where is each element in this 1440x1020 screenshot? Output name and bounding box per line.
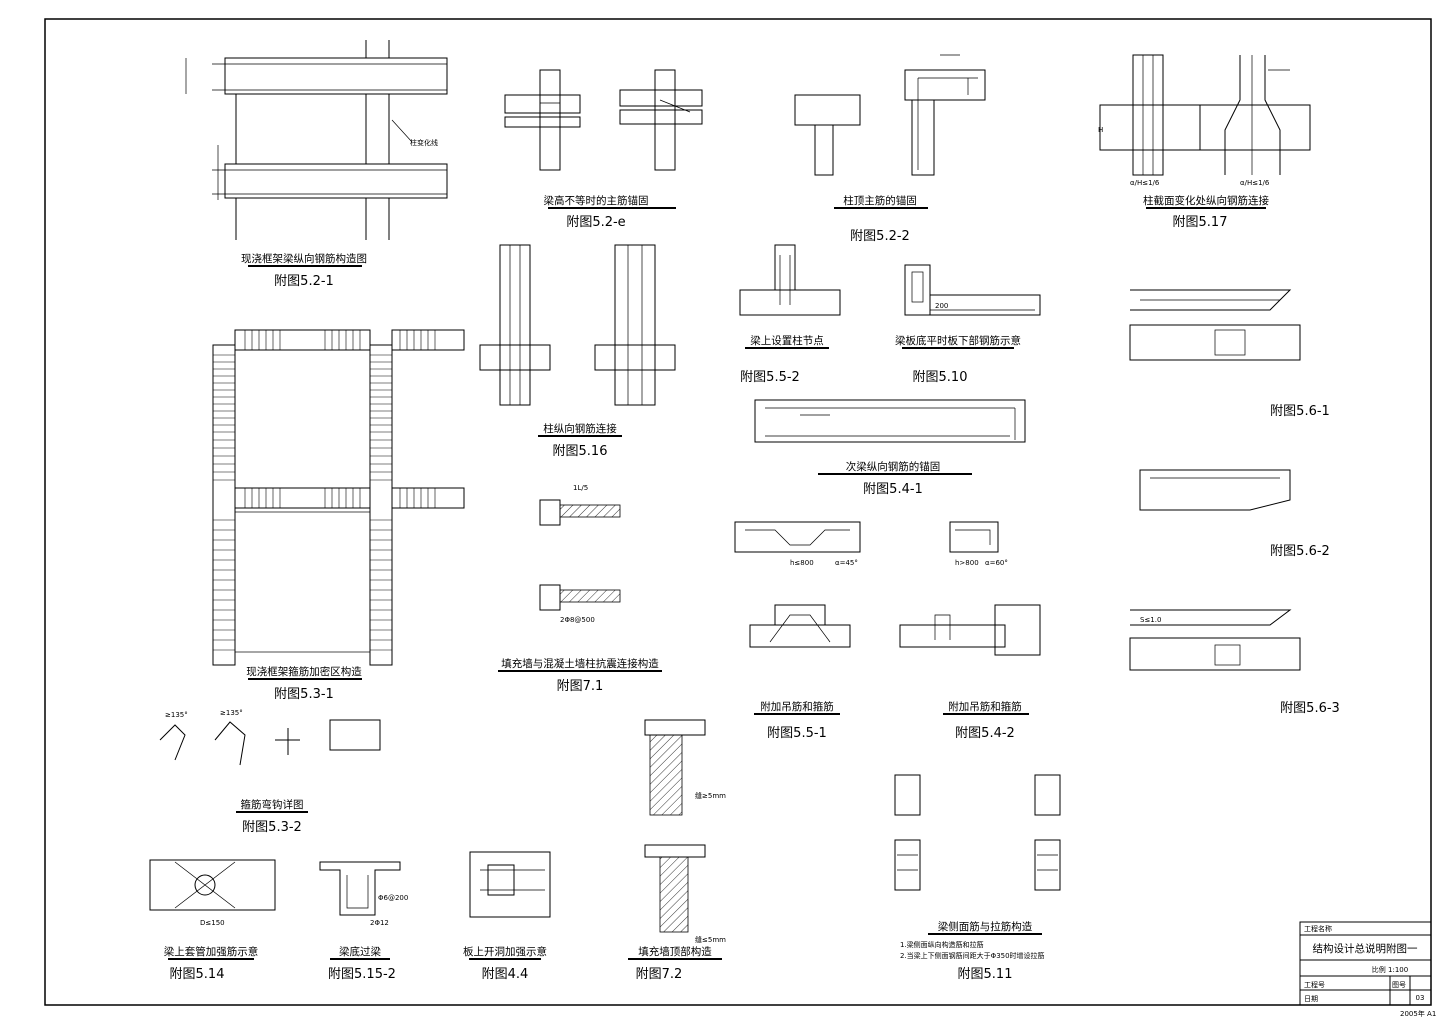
titleblock-project: 工程名称 <box>1304 924 1332 933</box>
detail-wall-top: 缝≥5mm 缝≤5mm <box>644 719 726 944</box>
detail-frame-beam: 柱变化线 <box>185 40 448 240</box>
detail-title: 现浇框架梁纵向钢筋构造图 <box>241 252 367 265</box>
figure-number: 附图5.16 <box>553 444 608 459</box>
detail-title: 板上开洞加强示意 <box>463 945 547 958</box>
label-hook135b: ≥135° <box>220 709 243 717</box>
titleblock-drawing-no: 图号 <box>1392 981 1406 989</box>
detail-title: 柱纵向钢筋连接 <box>543 422 617 435</box>
note-5-11-b: 2.当梁上下侧面钢筋间距大于Φ350时增设拉筋 <box>900 951 1045 960</box>
figure-number: 附图5.17 <box>1173 215 1228 230</box>
figure-number: 附图5.5-2 <box>740 370 800 385</box>
figure-number: 附图5.6-1 <box>1270 404 1330 419</box>
label-h800b: h>800 <box>955 559 979 567</box>
figure-number: 附图7.2 <box>636 967 683 982</box>
detail-title: 梁底过梁 <box>339 945 381 958</box>
label-alpha1: α/H≤1/6 <box>1130 179 1160 187</box>
detail-title: 梁上设置柱节点 <box>750 334 824 347</box>
detail-infill-wall-tie: 1L/5 2Φ8@500 <box>539 484 621 624</box>
titleblock-company: 结构设计总说明附图一 <box>1313 942 1418 955</box>
detail-column-section-change: H α/H≤1/6 α/H≤1/6 <box>1098 54 1311 187</box>
label-h1: H <box>1098 126 1103 134</box>
detail-slab-flush: 200 <box>904 264 1041 316</box>
detail-cantilever-1 <box>1129 289 1301 361</box>
figure-number: 附图7.1 <box>557 679 604 694</box>
detail-hanger-bar-1 <box>749 604 851 648</box>
detail-title: 现浇框架箍筋加密区构造 <box>246 665 362 678</box>
label-tie-spec: Φ6@200 <box>378 894 408 902</box>
figure-number: 附图5.3-1 <box>274 687 334 702</box>
label-l5: 1L/5 <box>573 484 588 492</box>
figure-number: 附图5.5-1 <box>767 726 827 741</box>
detail-stirrup-zones <box>212 329 465 666</box>
detail-column-on-beam <box>739 244 841 316</box>
detail-title: 梁侧面筋与拉筋构造 <box>938 920 1033 933</box>
detail-title: 填充墙与混凝土墙柱抗震连接构造 <box>501 657 659 670</box>
label-2r12: 2Φ12 <box>370 919 389 927</box>
figure-number: 附图4.4 <box>482 967 529 982</box>
detail-column-top <box>794 54 986 176</box>
figure-number: 附图5.2-1 <box>274 274 334 289</box>
detail-slab-opening <box>469 851 551 918</box>
label-alpha2: α/H≤1/6 <box>1240 179 1270 187</box>
figure-number: 附图5.3-2 <box>242 820 302 835</box>
detail-cantilever-3: S≤1.0 <box>1129 609 1301 671</box>
figure-number: 附图5.2-2 <box>850 229 910 244</box>
titleblock-date: 日期 <box>1304 995 1318 1003</box>
detail-beam-height-diff <box>504 69 703 171</box>
detail-title: 梁上套管加强筋示意 <box>164 945 259 958</box>
figure-number: 附图5.6-2 <box>1270 544 1330 559</box>
label-dim-200: 200 <box>935 302 948 310</box>
detail-sleeve-reinforcement: D≤150 <box>149 859 276 927</box>
figure-number: 附图5.2-e <box>566 215 625 230</box>
detail-title: 梁板底平时板下部钢筋示意 <box>895 334 1021 347</box>
label-5mm-b: 缝≤5mm <box>695 935 726 944</box>
figure-number: 附图5.6-3 <box>1280 701 1340 716</box>
titleblock-job-no: 工程号 <box>1304 980 1325 989</box>
detail-title: 填充墙顶部构造 <box>638 945 712 958</box>
titleblock-scale: 比例 1:100 <box>1372 965 1408 974</box>
label-h800a: h≤800 <box>790 559 814 567</box>
note-5-11-a: 1.梁侧面纵向构造筋和拉筋 <box>900 940 984 949</box>
detail-title: 柱顶主筋的锚固 <box>843 194 917 207</box>
detail-title: 柱截面变化处纵向钢筋连接 <box>1143 194 1269 207</box>
figure-number: 附图5.4-1 <box>863 482 923 497</box>
detail-beam-side-bars <box>894 774 1061 891</box>
label-2r8: 2Φ8@500 <box>560 616 595 624</box>
figure-number: 附图5.11 <box>958 967 1013 982</box>
titleblock-sheet-no: 03 <box>1416 994 1425 1002</box>
label-hook135a: ≥135° <box>165 711 188 719</box>
label-zhubianxi: 柱变化线 <box>410 138 438 147</box>
label-a60: α=60° <box>985 559 1008 567</box>
figure-number: 附图5.14 <box>170 967 225 982</box>
titleblock-date-val: 2005年 A1 <box>1400 1009 1436 1018</box>
title-block: 工程名称 结构设计总说明附图一 比例 1:100 工程号 日期 图号 03 <box>1299 921 1432 1006</box>
detail-bent-bar: h≤800 α=45° h>800 α=60° <box>734 521 1008 567</box>
label-5mm-a: 缝≥5mm <box>695 791 726 800</box>
detail-lintel-under-beam: Φ6@200 2Φ12 <box>319 861 408 927</box>
detail-title: 箍筋弯钩详图 <box>241 798 304 811</box>
detail-title: 梁高不等时的主筋锚固 <box>544 194 649 207</box>
detail-cantilever-2 <box>1139 469 1291 511</box>
label-a45: α=45° <box>835 559 858 567</box>
detail-secondary-beam <box>754 399 1026 443</box>
detail-column-rebar-splice <box>479 244 676 406</box>
detail-title: 次梁纵向钢筋的锚固 <box>846 460 941 473</box>
sheet-border <box>44 18 1432 1006</box>
detail-title: 附加吊筋和箍筋 <box>948 700 1022 713</box>
label-s: S≤1.0 <box>1140 616 1161 624</box>
detail-title: 附加吊筋和箍筋 <box>760 700 834 713</box>
figure-number: 附图5.15-2 <box>328 967 396 982</box>
label-hole-d: D≤150 <box>200 919 225 927</box>
detail-stirrup-hooks: ≥135° ≥135° <box>159 709 381 766</box>
figure-number: 附图5.4-2 <box>955 726 1015 741</box>
detail-hanger-bar-2 <box>899 604 1041 656</box>
figure-number: 附图5.10 <box>913 370 968 385</box>
